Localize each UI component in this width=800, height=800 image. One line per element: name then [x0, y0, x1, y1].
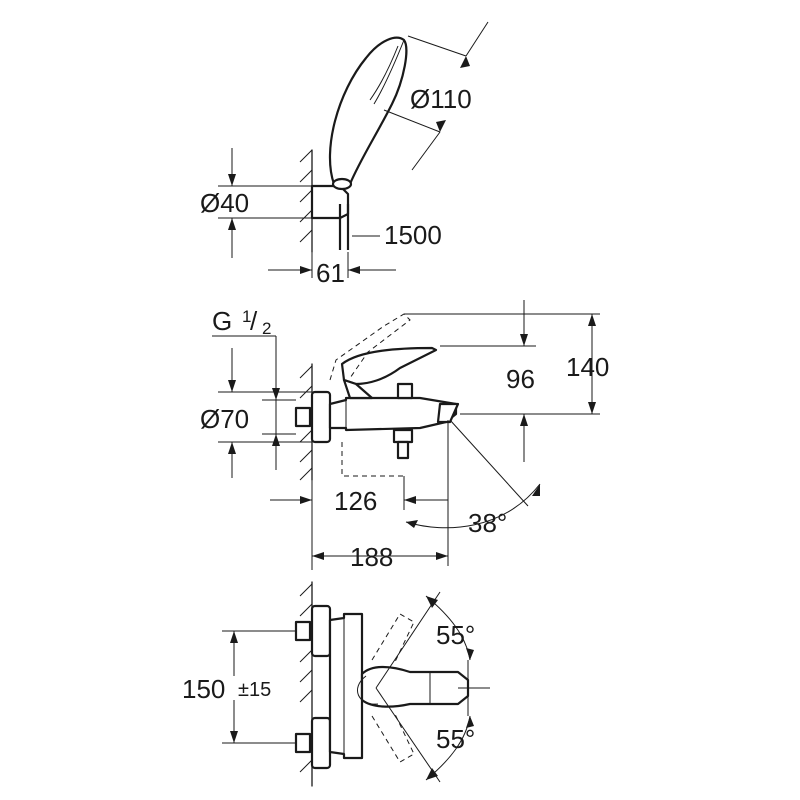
hose-nipple: [396, 440, 410, 460]
handshower-view: Ø110 Ø40 1500 61: [200, 21, 489, 288]
lever-height-label: 96: [506, 364, 535, 394]
lever-base: [342, 378, 374, 400]
wall-hatching: [299, 149, 313, 243]
hidden-contour: [341, 442, 404, 477]
spray-face-line: [373, 39, 405, 105]
mixer-top-view: 55° 55° 150 ±15: [182, 581, 490, 787]
mixer-body-top: [328, 612, 364, 760]
mixer-body: [328, 396, 458, 432]
thread-numerator: 1: [242, 307, 251, 326]
projection-label: 188: [350, 542, 393, 572]
holder-depth-label: 61: [316, 258, 345, 288]
wall-holder: [310, 184, 350, 220]
svg-text:/: /: [250, 306, 258, 336]
lever-top: [360, 665, 470, 708]
upper-connector: [294, 620, 312, 642]
thread-denominator: 2: [262, 319, 271, 338]
centers-tolerance-label: ±15: [238, 679, 271, 701]
escutcheon-diameter-label: Ø70: [200, 404, 249, 434]
lever-handle: [340, 346, 438, 386]
spray-nozzles: [369, 45, 399, 101]
lower-connector: [294, 732, 312, 754]
lever-contour: [356, 675, 379, 705]
wall-hatching: [299, 583, 313, 773]
wall-connector: [294, 406, 312, 428]
escutcheon: [310, 390, 332, 444]
lower-escutcheon: [310, 716, 332, 770]
hose-length-label: 1500: [384, 220, 442, 250]
thread-label: G: [212, 306, 232, 336]
upper-escutcheon: [310, 604, 332, 658]
lever-rotated-up: [371, 613, 415, 665]
total-height-label: 140: [566, 352, 609, 382]
angle-upper-label: 55°: [436, 620, 475, 650]
holder-diameter-label: Ø40: [200, 188, 249, 218]
spout-angle-label: 38°: [468, 508, 507, 538]
spout-reach-label: 126: [334, 486, 377, 516]
diverter-knob: [396, 382, 414, 400]
lever-rotated-down: [371, 711, 415, 763]
hose-outlet: [392, 428, 414, 444]
angle-lower-label: 55°: [436, 724, 475, 754]
centers-label: 150: [182, 674, 225, 704]
head-diameter-label: Ø110: [410, 84, 472, 114]
handshower-connector: [331, 177, 353, 191]
shower-hose: [338, 204, 350, 250]
mixer-side-view: G 1 / 2 Ø70 96 140 38°: [200, 300, 609, 572]
handshower-body: [328, 36, 408, 186]
spout-outlet: [436, 402, 460, 424]
